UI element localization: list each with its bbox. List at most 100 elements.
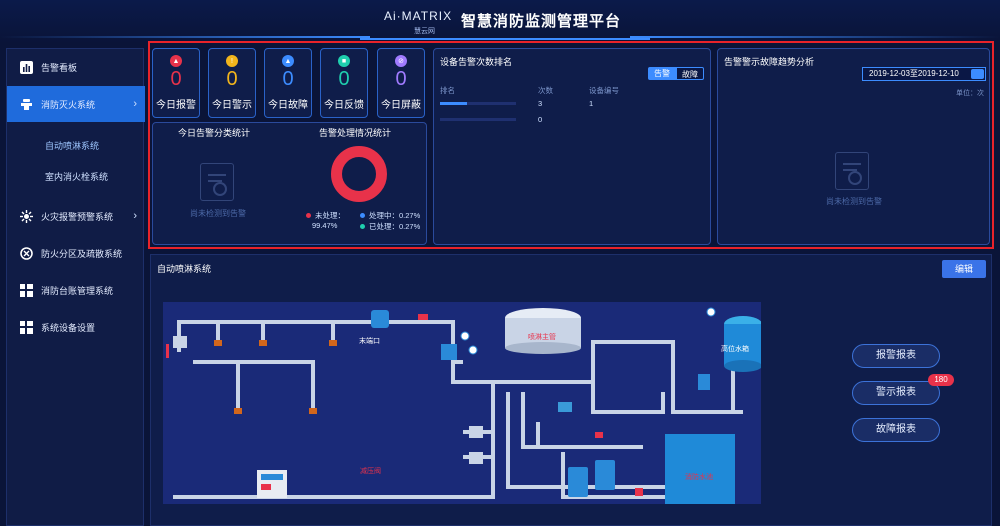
warning-report-button[interactable]: 警示报表 [852,381,940,405]
label-pressure-pipe: 减压阀 [360,468,381,475]
label-end-outlet: 末端口 [359,338,380,345]
sidebar: 告警看板 消防灭火系统 › 自动喷淋系统 室内消火栓系统 火灾报警预警系统 › … [6,48,145,526]
block-icon: ⊘ [395,55,407,67]
stat-label: 今日报警 [156,100,196,111]
sidebar-item-ledger[interactable]: 消防台账管理系统 [7,272,145,308]
legend-dot [360,224,365,229]
rank-device-id: 1 [589,99,594,108]
header-title-frame [360,0,650,40]
grid-icon [19,283,33,297]
brand-logo-sub: 慧云网 [414,28,435,35]
processing-panel-title: 告警处理情况统计 [319,128,392,138]
brand-logo: Ai·MATRIX [384,9,453,23]
sidebar-subitem-indoor-hydrant[interactable]: 室内消火栓系统 [45,172,109,182]
legend-label: 处理中： [369,211,399,220]
section-title: 自动喷淋系统 [157,264,212,274]
legend-unprocessed-value: 99.47% [312,221,338,230]
stat-value: 0 [338,68,350,90]
stat-card-warning[interactable]: ! 0 今日警示 [208,48,256,118]
trend-panel-title: 告警警示故障趋势分析 [724,57,815,67]
stat-label: 今日警示 [212,100,252,111]
trend-unit: 单位：次 [956,90,984,97]
legend-label: 已处理： [369,222,399,231]
sidebar-subitem-sprinkler[interactable]: 自动喷淋系统 [45,141,100,151]
date-range-picker[interactable]: 2019-12-03至2019-12-10 [862,67,986,81]
category-panel-title: 今日告警分类统计 [178,128,251,138]
stat-value: 0 [282,68,294,90]
sidebar-item-label: 消防台账管理系统 [41,285,114,296]
alarm-report-button[interactable]: 报警报表 [852,344,940,368]
legend-processed: 已处理：0.27% [360,221,420,232]
rank-bar-fill [440,102,467,105]
sidebar-item-label: 消防灭火系统 [41,99,96,110]
date-range-value: 2019-12-03至2019-12-10 [869,69,959,78]
ranking-panel [433,48,711,245]
stat-card-fault[interactable]: ▲ 0 今日故障 [264,48,312,118]
stat-card-alarm[interactable]: ▲ 0 今日报警 [152,48,200,118]
empty-record-icon [835,152,869,190]
legend-unprocessed: 未处理： [306,210,345,221]
ranking-panel-title: 设备告警次数排名 [440,57,513,67]
sidebar-item-fire-extinguishing[interactable]: 消防灭火系统 › [7,86,145,122]
legend-value: 0.27% [399,222,421,231]
sidebar-item-fire-zone-evacuation[interactable]: 防火分区及疏散系统 [7,235,145,271]
app-title: 智慧消防监测管理平台 [461,13,622,30]
rank-count: 3 [538,99,543,108]
column-device-id: 设备编号 [589,86,619,95]
sidebar-item-fire-alarm[interactable]: 火灾报警预警系统 › [7,198,145,234]
grid-icon [19,320,33,334]
tab-alarm[interactable]: 告警 [648,67,676,80]
sidebar-item-label: 防火分区及疏散系统 [41,248,123,259]
evacuation-icon [19,246,33,260]
processing-donut [331,146,387,202]
chevron-right-icon: › [133,98,137,110]
column-rank: 排名 [440,86,455,95]
header-line-left [0,36,370,38]
rank-bar-track [440,102,516,105]
highlight-frame [148,41,994,249]
legend-dot [306,213,311,218]
header-line-right [630,36,1000,38]
sidebar-item-device-settings[interactable]: 系统设备设置 [7,309,145,345]
sidebar-item-alarm-board[interactable]: 告警看板 [7,49,145,85]
stat-label: 今日屏蔽 [381,100,421,111]
rank-bar-track [440,118,516,121]
rank-count: 0 [538,115,543,124]
sidebar-item-label: 告警看板 [41,62,78,73]
alarm-bell-icon: ▲ [170,55,182,67]
sidebar-item-label: 火灾报警预警系统 [41,211,114,222]
category-empty-text: 尚未检测到告警 [190,209,246,218]
stat-card-feedback[interactable]: ■ 0 今日反馈 [320,48,368,118]
tab-fault[interactable]: 故障 [676,67,704,80]
legend-label: 未处理： [315,211,345,220]
bar-chart-icon [19,60,33,74]
edit-button[interactable]: 编辑 [942,260,986,278]
fault-triangle-icon: ▲ [282,55,294,67]
fire-hydrant-icon [19,97,33,111]
sidebar-item-label: 系统设备设置 [41,322,96,333]
legend-processing: 处理中：0.27% [360,210,420,221]
warning-circle-icon: ! [226,55,238,67]
stat-value: 0 [226,68,238,90]
stat-value: 0 [170,68,182,90]
stat-value: 0 [395,68,407,90]
empty-record-icon [200,163,234,201]
legend-value: 0.27% [399,211,421,220]
chevron-right-icon: › [133,210,137,222]
sprinkler-diagram: 末端口 喷淋主管 高位水箱 减压阀 消防水池 [163,302,761,504]
stat-label: 今日反馈 [324,100,364,111]
label-main-pipe: 喷淋主管 [528,334,556,341]
fire-alarm-icon [19,209,33,223]
label-high-tank: 高位水箱 [721,346,749,353]
legend-dot [360,213,365,218]
feedback-icon: ■ [338,55,350,67]
calendar-icon[interactable] [971,69,984,79]
stat-label: 今日故障 [268,100,308,111]
column-count: 次数 [538,86,553,95]
fault-report-button[interactable]: 故障报表 [852,418,940,442]
stat-card-blocked[interactable]: ⊘ 0 今日屏蔽 [377,48,425,118]
label-fire-pool: 消防水池 [685,474,713,481]
trend-empty-text: 尚未检测到告警 [826,197,882,206]
top-header: Ai·MATRIX 慧云网 智慧消防监测管理平台 [0,0,1000,44]
warning-count-badge: 180 [928,374,954,386]
